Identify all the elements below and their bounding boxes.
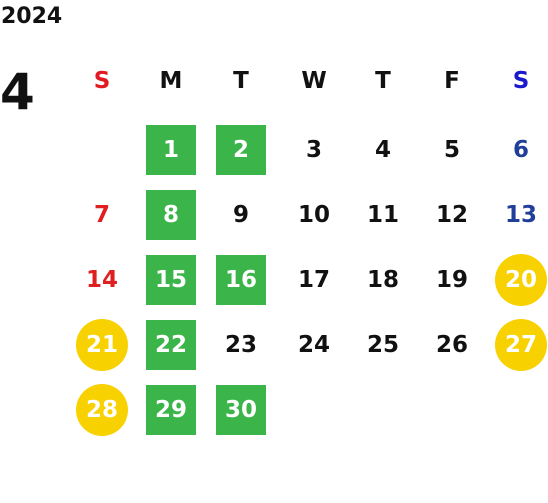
day-cell-11[interactable]: 11 xyxy=(366,202,399,228)
day-cell-13[interactable]: 13 xyxy=(504,202,537,228)
month-label: 4 xyxy=(0,63,35,121)
day-cell-22[interactable]: 22 xyxy=(146,320,196,370)
day-cell-1[interactable]: 1 xyxy=(146,125,196,175)
weekday-header-wed: W xyxy=(301,68,327,94)
day-cell-9[interactable]: 9 xyxy=(232,202,249,228)
day-cell-8[interactable]: 8 xyxy=(146,190,196,240)
day-cell-4[interactable]: 4 xyxy=(374,137,391,163)
day-cell-2[interactable]: 2 xyxy=(216,125,266,175)
day-cell-19[interactable]: 19 xyxy=(435,267,468,293)
day-cell-30[interactable]: 30 xyxy=(216,385,266,435)
day-cell-20[interactable]: 20 xyxy=(495,254,547,306)
weekday-header-thu: T xyxy=(375,68,391,94)
day-cell-14[interactable]: 14 xyxy=(85,267,118,293)
day-cell-28[interactable]: 28 xyxy=(76,384,128,436)
day-cell-5[interactable]: 5 xyxy=(443,137,460,163)
day-cell-12[interactable]: 12 xyxy=(435,202,468,228)
day-cell-26[interactable]: 26 xyxy=(435,332,468,358)
day-cell-24[interactable]: 24 xyxy=(297,332,330,358)
day-cell-16[interactable]: 16 xyxy=(216,255,266,305)
day-cell-6[interactable]: 6 xyxy=(512,137,529,163)
day-cell-7[interactable]: 7 xyxy=(93,202,110,228)
day-cell-27[interactable]: 27 xyxy=(495,319,547,371)
weekday-header-tue: T xyxy=(233,68,249,94)
year-label: 2024 xyxy=(1,4,63,29)
day-cell-15[interactable]: 15 xyxy=(146,255,196,305)
day-cell-17[interactable]: 17 xyxy=(297,267,330,293)
weekday-header-mon: M xyxy=(159,68,183,94)
weekday-header-sun: S xyxy=(93,68,111,94)
weekday-header-fri: F xyxy=(444,68,460,94)
day-cell-10[interactable]: 10 xyxy=(297,202,330,228)
day-cell-25[interactable]: 25 xyxy=(366,332,399,358)
weekday-header-sat: S xyxy=(512,68,530,94)
day-cell-29[interactable]: 29 xyxy=(146,385,196,435)
day-cell-18[interactable]: 18 xyxy=(366,267,399,293)
day-cell-23[interactable]: 23 xyxy=(224,332,257,358)
day-cell-21[interactable]: 21 xyxy=(76,319,128,371)
day-cell-3[interactable]: 3 xyxy=(305,137,322,163)
